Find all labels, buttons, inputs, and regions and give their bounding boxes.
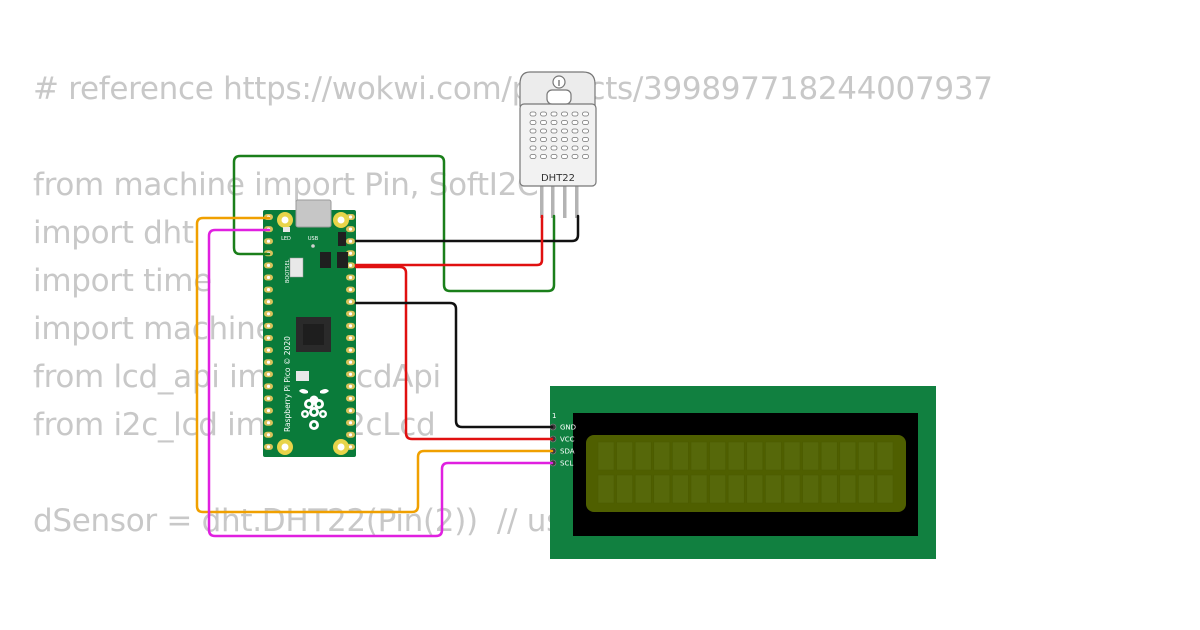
mounting-holes [277,212,349,455]
pico-right-pin-header [346,214,355,450]
raspberry-logo-icon [299,389,329,430]
lcd-pin-scl-label: SCL [560,460,573,468]
code-line: # reference https://wokwi.com/projects/3… [33,71,993,107]
code-line: from machine import Pin, SoftI2C [33,167,539,203]
flash-chip [320,252,331,268]
wire-orange-lcd-sda[interactable] [195,216,554,514]
onboard-led [283,227,290,232]
lcd-character-cells [597,441,894,504]
usb-port [295,199,332,228]
wire-black-dht-gnd[interactable] [354,214,580,243]
bootsel-button[interactable] [289,257,304,278]
regulator-chip [338,232,346,246]
code-line: import dht [33,215,194,251]
pico-vertical-text: Raspberry Pi Pico © 2020 [283,336,292,432]
led-label: LED [281,236,291,242]
dht22-sensor[interactable]: DHT22 [519,71,597,218]
wire-green-dht-data[interactable] [232,154,556,293]
crystal-chip [337,252,348,268]
wire-magenta-lcd-scl[interactable] [207,228,554,538]
code-line: import time [33,263,212,299]
usb-label: USB [308,236,319,242]
wire-red-lcd-vcc[interactable] [354,265,554,441]
lcd-pin-sda-label: SDA [560,448,575,456]
wire-red-dht-vcc[interactable] [354,214,544,267]
lcd-pin1-label: 1 [552,412,556,420]
dht22-label: DHT22 [541,173,575,184]
debug-connector [296,371,309,381]
lcd-pin-vcc-label: VCC [560,436,575,444]
raspberry-pi-pico-board[interactable]: USB LED BOOTSEL Raspberry Pi Pico © 2020 [263,199,356,457]
pico-left-pin-header [264,214,273,450]
dht22-vent-grid [529,111,589,159]
bootsel-label: BOOTSEL [285,259,291,283]
wire-black-lcd-gnd[interactable] [354,301,554,429]
code-background: # reference https://wokwi.com/projects/3… [33,68,993,548]
lcd1602-display[interactable]: 1 GND VCC SDA SCL [549,386,936,559]
code-line: dSensor = dht.DHT22(Pin(2)) // use [33,503,581,539]
lcd-pin-gnd-label: GND [560,424,576,432]
